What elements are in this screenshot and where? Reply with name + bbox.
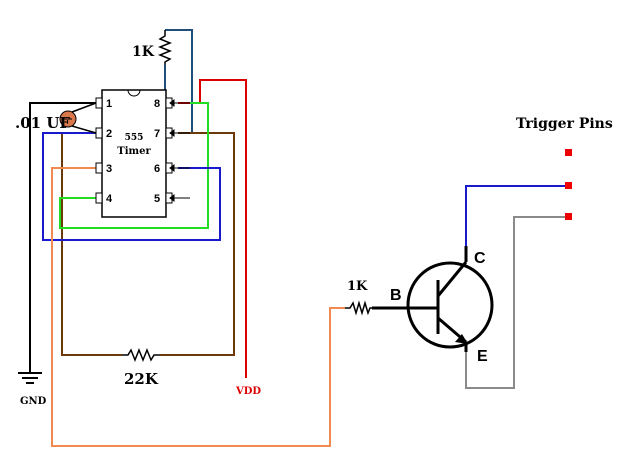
label-resistor-top: 1K xyxy=(132,44,155,60)
transistor-collector-line xyxy=(436,261,468,297)
timer-chip xyxy=(101,89,167,218)
label-resistor-bottom: 22K xyxy=(124,370,159,388)
wire-resistor-pin7 xyxy=(165,29,193,134)
trigger-pin-2 xyxy=(565,182,572,189)
pin-number-5: 5 xyxy=(154,193,160,205)
chip-notch xyxy=(127,89,141,97)
trigger-pin-1 xyxy=(565,149,572,156)
label-resistor-base: 1K xyxy=(347,279,368,294)
capacitor-lead-top xyxy=(71,102,97,113)
pin-number-4: 4 xyxy=(106,193,113,205)
pin-number-1: 1 xyxy=(106,98,112,110)
label-gnd: GND xyxy=(20,396,47,407)
wire-brown xyxy=(160,132,235,356)
label-capacitor: .01 UF xyxy=(15,114,70,132)
pin-4-box xyxy=(95,192,103,204)
wire-gnd xyxy=(29,102,96,372)
resistor-1k-base xyxy=(345,300,372,316)
label-trigger-pins: Trigger Pins xyxy=(516,116,613,132)
pin-number-8: 8 xyxy=(154,98,160,110)
pin-2-box xyxy=(95,127,103,139)
resistor-22k xyxy=(122,347,160,363)
wire-brown-left xyxy=(61,133,122,356)
pin-number-2: 2 xyxy=(106,128,112,140)
label-vdd: VDD xyxy=(235,386,261,397)
trigger-pin-3 xyxy=(565,213,572,220)
pin-number-3: 3 xyxy=(106,163,112,175)
pin-arrows xyxy=(169,99,190,202)
transistor-emitter-arrow xyxy=(455,334,468,344)
wire-blue xyxy=(42,132,221,241)
wire-green xyxy=(59,102,209,229)
chip-label-555: 555 xyxy=(125,133,144,143)
chip-label-timer: Timer xyxy=(117,146,151,157)
capacitor-lead-bottom xyxy=(71,125,97,134)
wire-orange xyxy=(51,167,345,447)
pin-number-7: 7 xyxy=(154,128,160,140)
pin-1-box xyxy=(95,97,103,109)
pin-3-box xyxy=(95,162,103,174)
transistor-body xyxy=(406,261,494,349)
label-emitter: E xyxy=(477,348,488,365)
wire-collector xyxy=(465,185,565,246)
resistor-1k-top xyxy=(157,30,173,65)
pin-number-6: 6 xyxy=(154,163,160,175)
wire-emitter xyxy=(465,216,565,389)
ground-symbol xyxy=(18,372,42,384)
label-collector: C xyxy=(474,250,486,267)
label-base: B xyxy=(390,287,402,304)
